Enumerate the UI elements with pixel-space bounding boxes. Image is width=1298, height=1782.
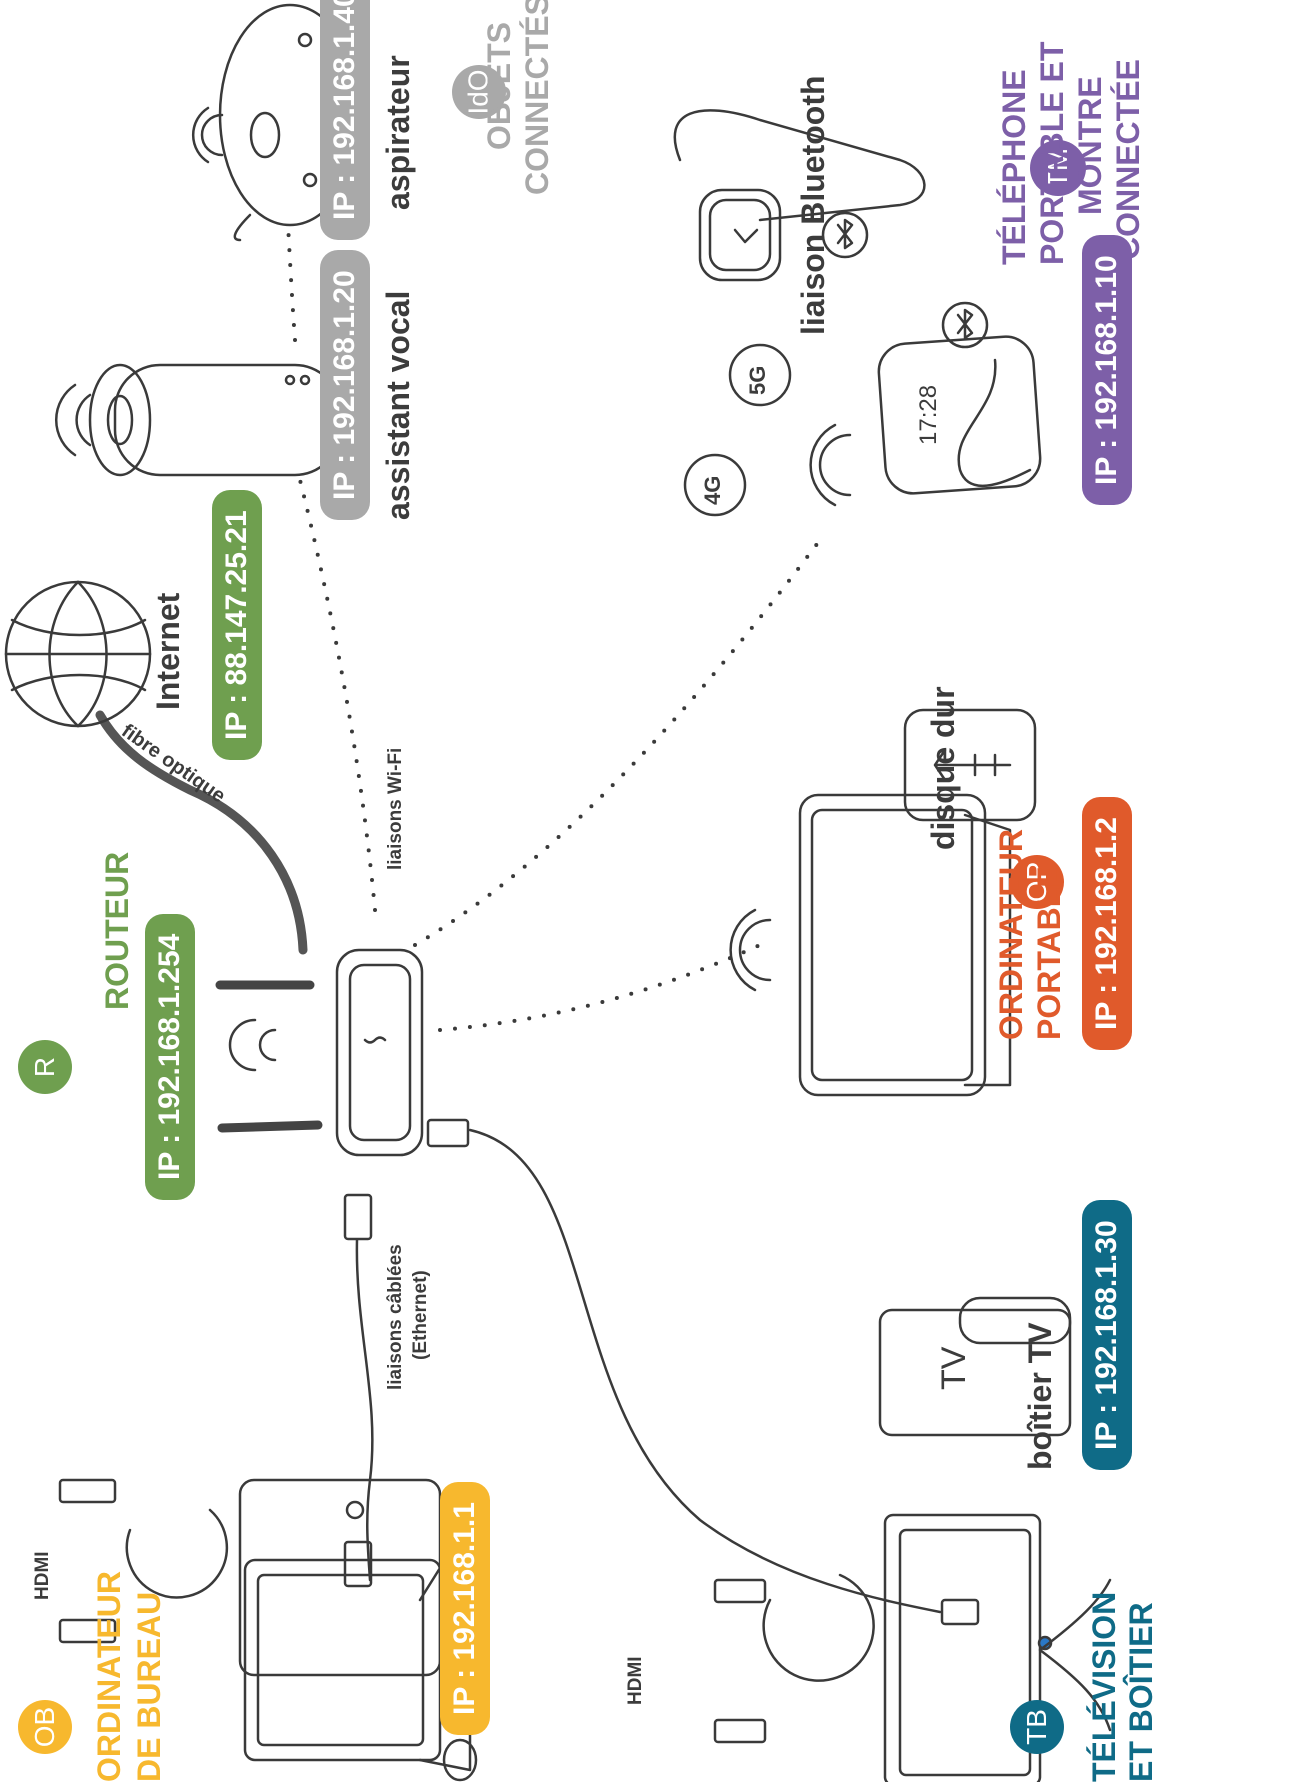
laptop-title-line2: PORTABLE bbox=[1031, 866, 1067, 1040]
tv-drawing bbox=[713, 1296, 1112, 1782]
desktop-badge: OB bbox=[18, 1700, 72, 1754]
ethernet-plugs bbox=[343, 1118, 980, 1626]
bluetooth-label: liaison Bluetooth bbox=[795, 75, 831, 335]
ethernet-label-line1: liaisons câblées bbox=[385, 1244, 406, 1390]
phone-drawing bbox=[683, 301, 1042, 517]
tv-title-line2: ET BOÎTIER bbox=[1123, 1602, 1159, 1782]
network-5g-label: 5G bbox=[745, 365, 770, 395]
tv-badge: TB bbox=[1010, 1700, 1064, 1754]
router-title: ROUTEUR bbox=[99, 851, 135, 1010]
desktop-title-line2: DE BUREAU bbox=[131, 1591, 167, 1782]
wifi-link-assistant bbox=[298, 478, 377, 912]
router-ip: IP : 192.168.1.254 bbox=[145, 913, 195, 1200]
wifi-link-laptop bbox=[438, 943, 762, 1032]
phone-title-line2: PORTABLE ET bbox=[1034, 41, 1070, 265]
phone-title-line4: CONNECTÉE bbox=[1110, 59, 1146, 260]
wifi-links bbox=[286, 223, 822, 1032]
laptop-drawing bbox=[729, 708, 1037, 1097]
desktop-ip: IP : 192.168.1.1 bbox=[440, 1482, 490, 1735]
assistant-ip: IP : 192.168.1.20 bbox=[320, 250, 370, 520]
router-badge: R bbox=[18, 1040, 72, 1094]
ethernet-cable-tv bbox=[468, 1128, 942, 1614]
assistant-label: assistant vocal bbox=[380, 290, 416, 520]
tv-box-text: TV bbox=[935, 1346, 973, 1390]
phone-clock: 17:28 bbox=[915, 384, 942, 445]
hard-drive-label: disque dur bbox=[925, 686, 961, 850]
internet-label: Internet bbox=[150, 592, 186, 710]
ethernet-cable-desktop bbox=[355, 1238, 374, 1582]
iot-title-line2: CONNECTÉS bbox=[519, 0, 555, 195]
phone-ip: IP : 192.168.1.10 bbox=[1082, 235, 1132, 505]
wifi-link-phone bbox=[413, 538, 822, 947]
assistant-drawing bbox=[54, 363, 342, 477]
tv-ip: IP : 192.168.1.30 bbox=[1082, 1200, 1132, 1470]
tv-device-label: boîtier TV bbox=[1022, 1322, 1058, 1470]
desktop-hdmi-label: HDMI bbox=[32, 1551, 53, 1600]
vacuum-ip: IP : 192.168.1.40 bbox=[320, 0, 370, 240]
router-drawing bbox=[215, 948, 424, 1157]
laptop-ip: IP : 192.168.1.2 bbox=[1082, 797, 1132, 1050]
vacuum-label: aspirateur bbox=[380, 55, 416, 210]
wifi-links-label: liaisons Wi-Fi bbox=[385, 747, 406, 870]
tv-title-line1: TÉLÉVISION bbox=[1086, 1591, 1122, 1782]
laptop-title-line1: ORDINATEUR bbox=[993, 829, 1029, 1040]
desktop-title-line1: ORDINATEUR bbox=[91, 1571, 127, 1782]
internet-ip: IP : 88.147.25.21 bbox=[212, 490, 262, 760]
phone-badge: TM bbox=[1030, 140, 1086, 196]
fibre-cable bbox=[95, 710, 308, 955]
watch-drawing bbox=[673, 109, 926, 282]
globe-drawing bbox=[4, 580, 152, 728]
iot-badge: IdO bbox=[452, 65, 506, 119]
ethernet-label-line2: (Ethernet) bbox=[410, 1270, 431, 1360]
laptop-badge: OP bbox=[1010, 855, 1064, 909]
wifi-link-vacuum bbox=[286, 223, 297, 342]
phone-title-line3: MONTRE bbox=[1072, 76, 1108, 215]
iot-title-line1: OBJETS bbox=[481, 21, 517, 150]
phone-title-line1: TÉLÉPHONE bbox=[996, 69, 1032, 265]
tv-hdmi-label: HDMI bbox=[625, 1656, 646, 1705]
network-4g-label: 4G bbox=[700, 475, 725, 505]
